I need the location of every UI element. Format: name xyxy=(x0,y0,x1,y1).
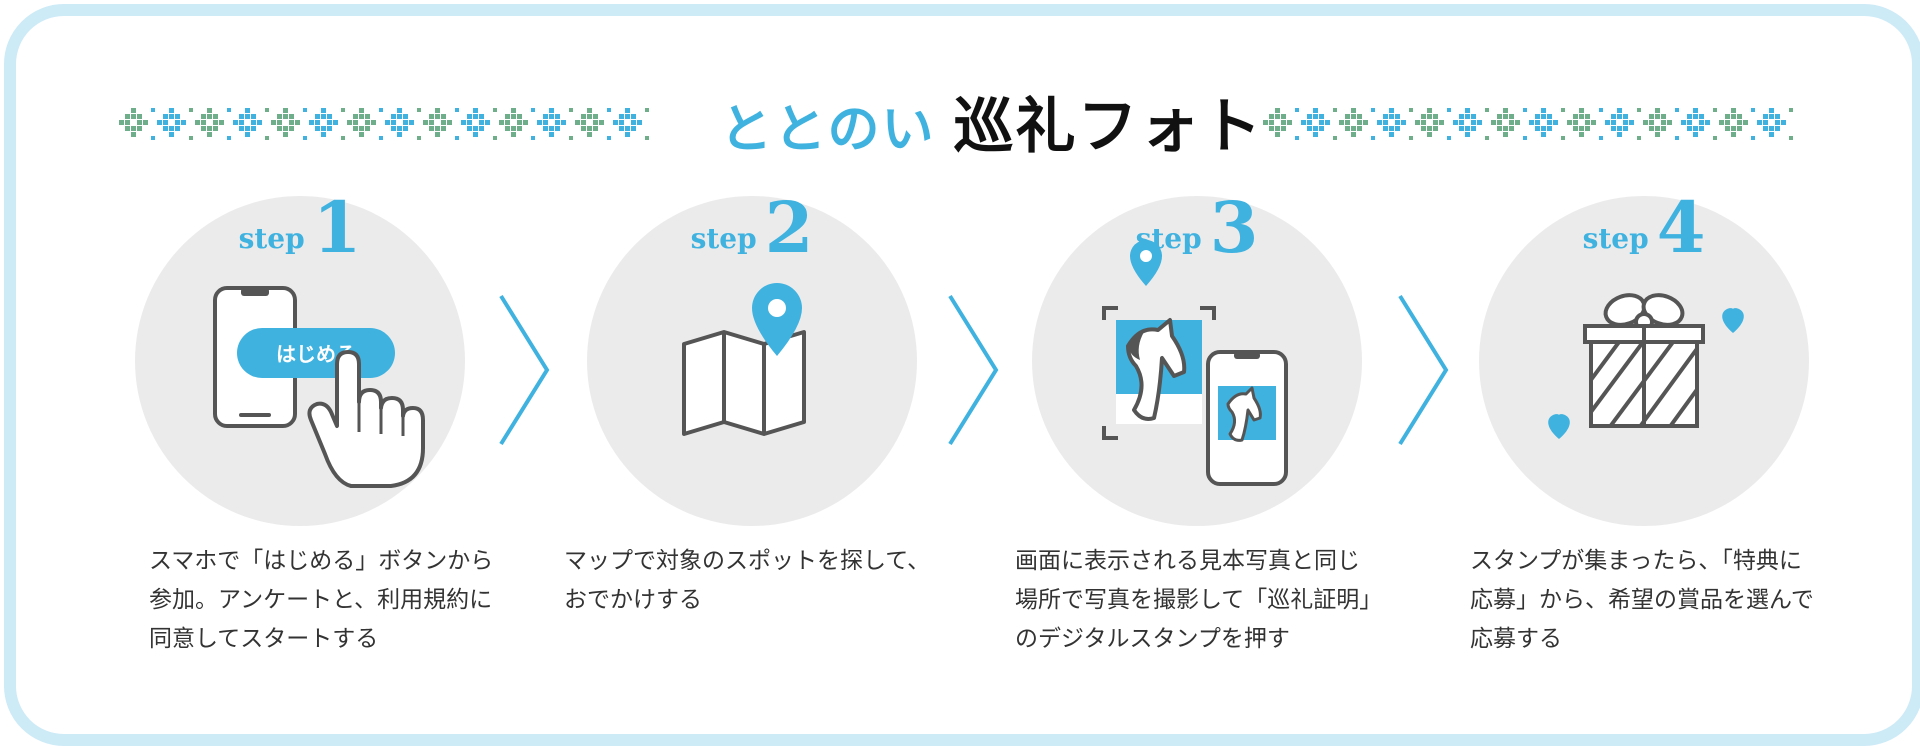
title-part1: ととのい xyxy=(720,100,936,160)
step-2-description: マップで対象のスポットを探して、 おでかけする xyxy=(564,548,931,613)
pattern-decoration-left xyxy=(119,108,649,140)
title-row: ととのい巡礼フォト xyxy=(0,78,1920,168)
chevron-right-icon xyxy=(948,294,999,446)
camera-capture-icon xyxy=(1102,240,1288,486)
pattern-decoration-right xyxy=(1263,108,1793,140)
chevron-right-icon xyxy=(1398,294,1449,446)
title-part2: 巡礼フォト xyxy=(953,92,1264,162)
map-pin-icon xyxy=(682,283,806,436)
step-4-description: スタンプが集まったら、「特典に 応募」から、希望の賞品を選んで 応募する xyxy=(1470,548,1814,652)
step-3-description: 画面に表示される見本写真と同じ 場所で写真を撮影して「巡礼証明」 のデジタルスタ… xyxy=(1015,548,1383,652)
page-title: ととのい巡礼フォト xyxy=(720,78,1261,165)
step-1-description: スマホで「はじめる」ボタンから 参加。アンケートと、利用規約に 同意してスタート… xyxy=(149,548,494,652)
chevron-right-icon xyxy=(499,294,550,446)
gift-icon xyxy=(1548,293,1744,439)
smartphone-tap-icon: はじめる xyxy=(213,286,425,488)
